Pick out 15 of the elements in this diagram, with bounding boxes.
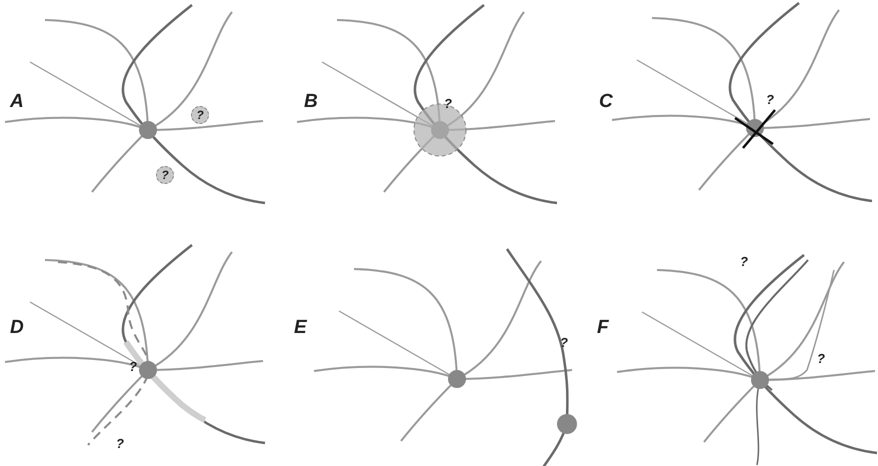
panel-letter: D xyxy=(10,318,24,337)
question-mark: ? xyxy=(444,97,452,110)
question-mark: ? xyxy=(740,255,748,268)
question-circle: ? xyxy=(156,166,174,184)
panel-letter: A xyxy=(10,92,24,111)
question-mark: ? xyxy=(817,352,825,365)
panel-letter: F xyxy=(597,318,609,337)
question-mark: ? xyxy=(560,336,568,349)
panel-letter: B xyxy=(304,92,318,111)
panel-letter: C xyxy=(599,92,613,111)
question-mark: ? xyxy=(766,93,774,106)
question-mark: ? xyxy=(129,360,137,373)
question-circle: ? xyxy=(191,106,209,124)
panel-letter: E xyxy=(294,318,307,337)
question-mark: ? xyxy=(116,437,124,450)
